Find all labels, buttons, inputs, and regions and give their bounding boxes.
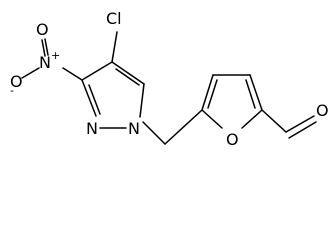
bond-nitro-n-o-double-a	[41, 39, 46, 57]
pyrazole-n1-label: N	[128, 119, 140, 138]
nitro-oxygen-minus-charge: -	[10, 84, 14, 97]
bond-o-f5	[201, 109, 223, 129]
bond-c4-c5-inner	[115, 68, 140, 86]
bond-c3-c4	[81, 61, 113, 81]
aldehyde-oxygen-label: O	[316, 101, 329, 120]
bond-f5-f4-inner	[207, 79, 218, 109]
atom-labels: Cl N + O O - N N O O	[10, 9, 329, 149]
bond-c4-c5	[111, 61, 145, 85]
bond-lines	[21, 31, 317, 145]
nitro-oxygen-minus-label: O	[10, 72, 23, 91]
bond-nitro-n-o-minus	[21, 67, 40, 79]
bond-cho-o-b	[288, 121, 317, 139]
chlorine-atom-label: Cl	[106, 9, 122, 28]
bond-f5-f4	[201, 74, 214, 111]
bond-n1-ch2	[142, 121, 166, 145]
bond-f2-o	[241, 109, 263, 129]
bond-c5-n1	[139, 83, 145, 118]
bond-n2-c3	[81, 79, 97, 117]
furan-oxygen-label: O	[226, 130, 239, 149]
bond-f2-cho	[261, 109, 287, 133]
bond-f3-f2	[249, 74, 263, 111]
nitro-nitrogen-label: N	[39, 53, 51, 72]
molecule-structure-diagram: Cl N + O O - N N O O	[10, 9, 329, 149]
bond-ch2-c5-furan	[164, 109, 203, 145]
bond-f3-f2-inner	[245, 79, 256, 109]
bond-c3-nitro-n	[62, 67, 83, 81]
bond-nitro-n-o-double-b	[44, 38, 49, 56]
bond-n2-c3-inner	[88, 84, 101, 115]
pyrazole-n2-label: N	[86, 119, 98, 138]
nitro-nitrogen-charge: +	[51, 49, 60, 62]
bond-c4-cl	[111, 31, 118, 63]
nitro-oxygen-double-label: O	[36, 20, 49, 39]
bond-cho-o-a	[285, 115, 315, 133]
